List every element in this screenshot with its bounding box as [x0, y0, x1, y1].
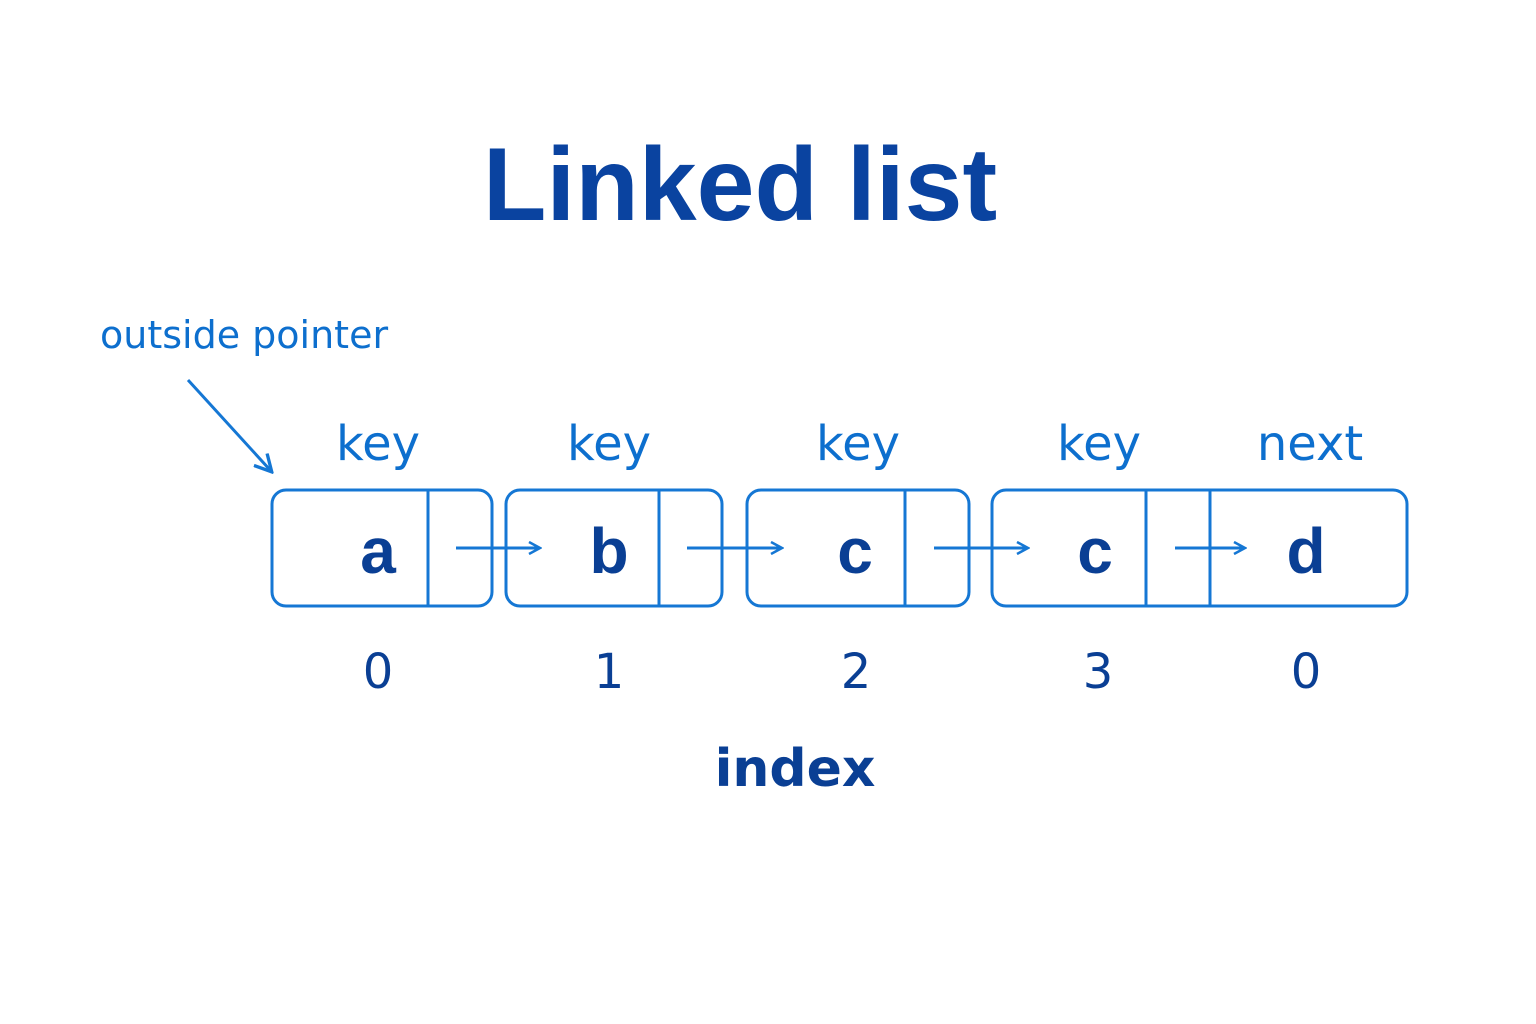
column-header-key: key [1057, 416, 1141, 472]
column-header-key: key [816, 416, 900, 472]
index-number: 3 [1083, 644, 1114, 700]
column-header-key: key [567, 416, 651, 472]
index-number: 1 [594, 644, 625, 700]
node-key: a [360, 515, 396, 587]
node-key: d [1286, 515, 1325, 587]
node-key: b [589, 515, 628, 587]
index-number: 0 [1291, 644, 1322, 700]
index-label: index [715, 739, 876, 799]
list-node: b [504, 488, 724, 608]
outside-pointer-arrow [186, 378, 271, 471]
outside-pointer-label: outside pointer [100, 313, 388, 357]
column-header-key: key [336, 416, 420, 472]
column-header-next: next [1257, 416, 1363, 472]
index-number: 2 [841, 644, 872, 700]
node-key: c [837, 515, 873, 587]
diagram-title: Linked list [483, 127, 997, 243]
list-node: c [745, 488, 971, 608]
index-number: 0 [363, 644, 394, 700]
node-key: c [1077, 515, 1113, 587]
